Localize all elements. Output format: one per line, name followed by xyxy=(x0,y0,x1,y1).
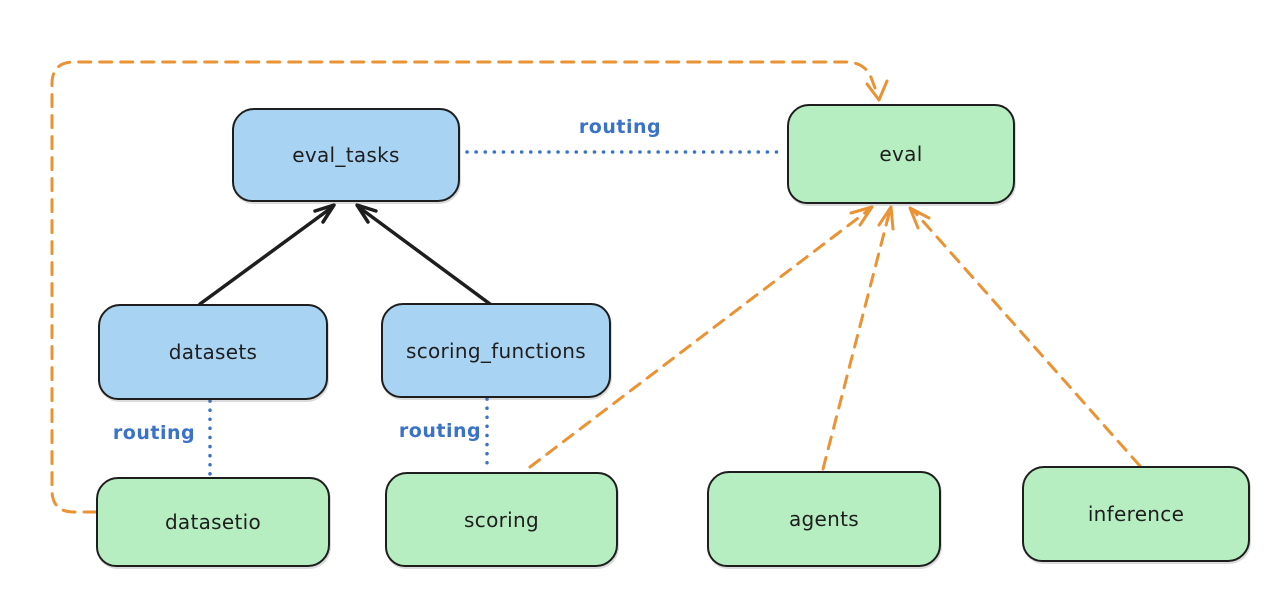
edge-label-routing-top: routing xyxy=(578,116,662,138)
edge-scoring-functions-to-eval-tasks xyxy=(355,203,492,306)
node-datasets-label: datasets xyxy=(168,340,258,364)
node-datasetio-label: datasetio xyxy=(164,510,262,534)
node-eval: eval xyxy=(787,104,1015,204)
node-eval-label: eval xyxy=(879,142,923,166)
node-inference: inference xyxy=(1022,466,1250,562)
node-datasets: datasets xyxy=(98,304,328,400)
node-scoring-label: scoring xyxy=(464,507,539,532)
node-agents-label: agents xyxy=(789,507,859,531)
node-scoring: scoring xyxy=(385,472,618,567)
edge-inference-to-eval xyxy=(908,206,1142,468)
node-agents: agents xyxy=(707,471,941,567)
node-eval-tasks: eval_tasks xyxy=(232,108,460,202)
node-eval-tasks-label: eval_tasks xyxy=(292,143,400,167)
edge-label-routing-datasetio: routing xyxy=(112,422,196,444)
node-scoring-functions-label: scoring_functions xyxy=(405,338,587,363)
node-datasetio: datasetio xyxy=(96,477,330,567)
node-inference-label: inference xyxy=(1087,502,1185,526)
edge-agents-to-eval xyxy=(821,205,895,471)
edge-datasets-to-eval-tasks xyxy=(198,203,336,306)
edge-scoring-to-eval xyxy=(528,205,874,469)
edge-label-routing-scoring: routing xyxy=(398,420,482,442)
edge-datasetio-to-eval xyxy=(50,60,889,514)
node-scoring-functions: scoring_functions xyxy=(381,303,611,398)
